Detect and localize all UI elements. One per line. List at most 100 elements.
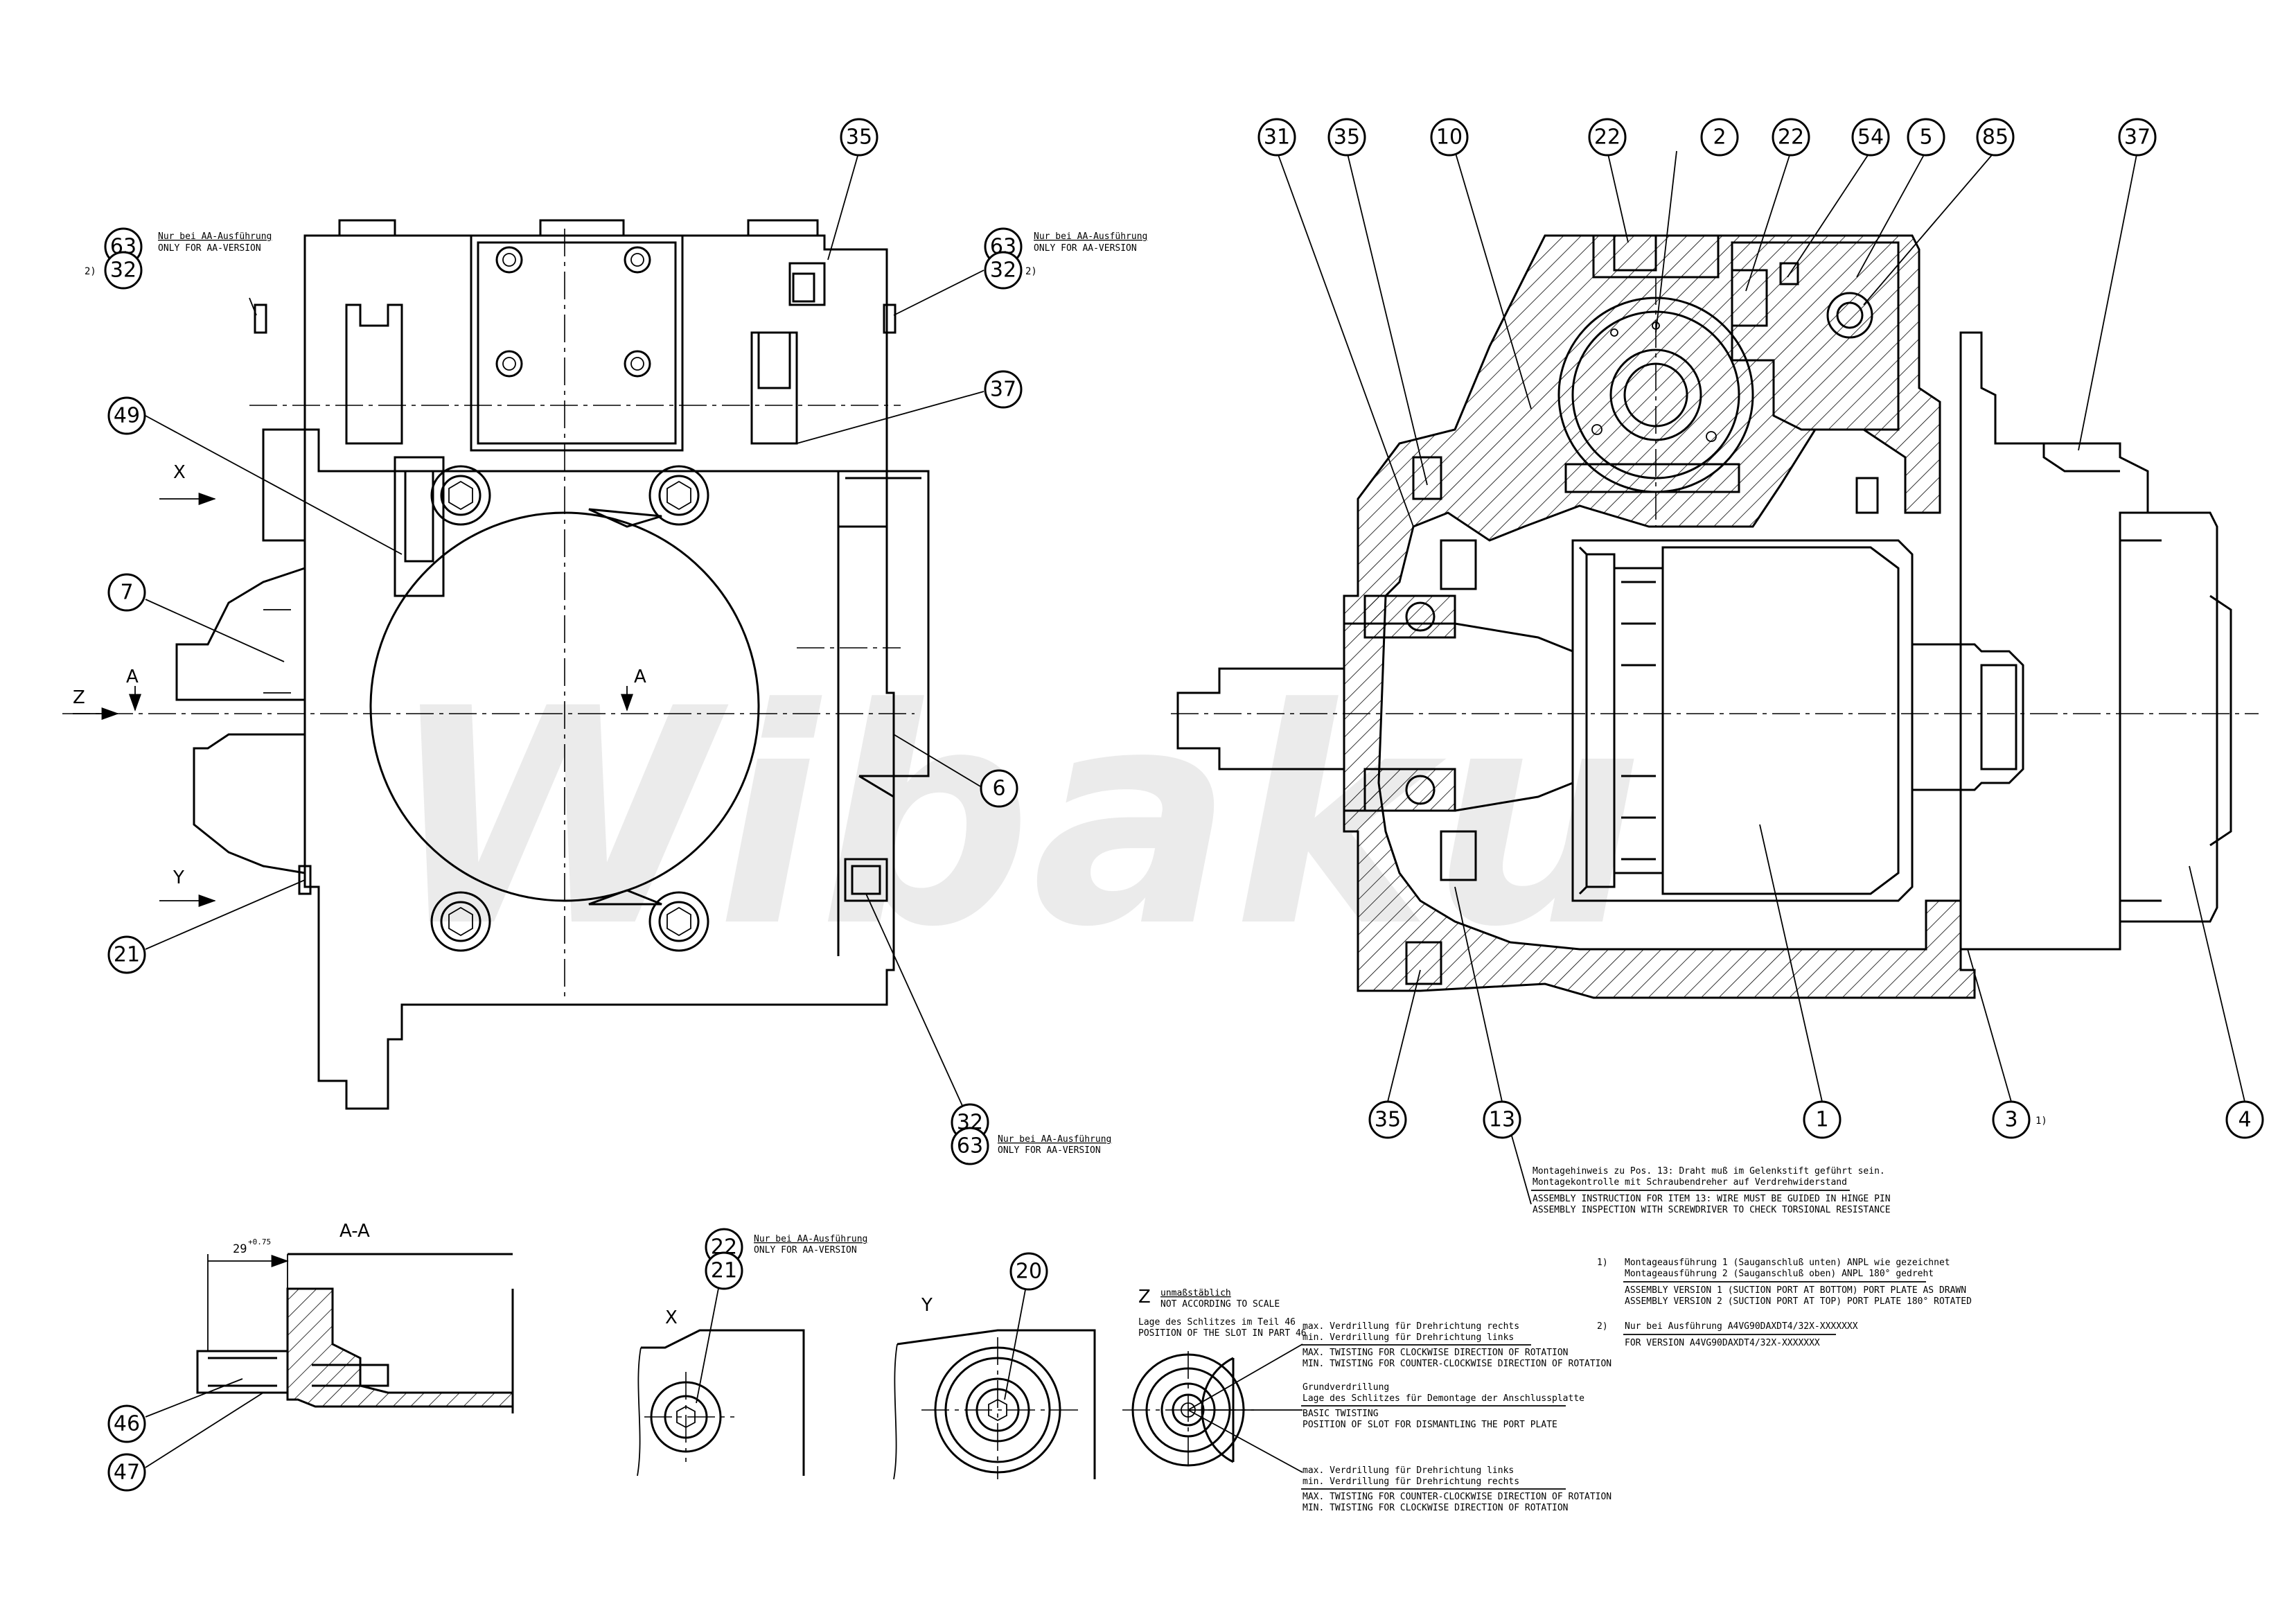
svg-text:22: 22	[1778, 125, 1804, 150]
note-basic-en-1: BASIC TWISTING	[1302, 1409, 1379, 1419]
footnote-mark-right: 2)	[1025, 266, 1037, 277]
note-ccw-de-2: min. Verdrillung für Drehrichtung rechts	[1302, 1476, 1519, 1487]
svg-text:13: 13	[1489, 1108, 1515, 1132]
svg-text:54: 54	[1857, 125, 1884, 150]
footnote-2-mark: 2)	[1597, 1321, 1608, 1332]
balloon-3: 3	[1992, 1100, 2031, 1139]
balloon-5: 5	[1907, 118, 1945, 157]
view-arrows-left: X Y Z A A	[73, 462, 646, 907]
note-ccw-de-1: max. Verdrillung für Drehrichtung links	[1302, 1465, 1514, 1476]
balloon-54: 54	[1851, 118, 1890, 157]
balloon-35-top-left: 35	[840, 118, 878, 157]
note-aa-left-en: ONLY FOR AA-VERSION	[158, 243, 261, 254]
note-aa-right-en: ONLY FOR AA-VERSION	[1034, 243, 1137, 254]
balloon-4: 4	[2225, 1100, 2264, 1139]
balloon-21-detail: 21	[705, 1251, 743, 1290]
arrow-x-label: X	[173, 462, 186, 483]
note-assembly-de-2: Montagekontrolle mit Schraubendreher auf…	[1533, 1177, 1847, 1188]
balloon-35-top-right: 35	[1327, 118, 1366, 157]
balloon-22-a: 22	[1588, 118, 1627, 157]
svg-text:10: 10	[1436, 125, 1463, 150]
balloon-1: 1	[1803, 1100, 1842, 1139]
svg-text:37: 37	[990, 378, 1016, 402]
footnote-mark-item3: 1)	[2036, 1116, 2047, 1127]
leader-lines	[145, 150, 2245, 1468]
svg-text:35: 35	[1334, 125, 1360, 150]
balloon-7: 7	[107, 573, 146, 612]
svg-text:21: 21	[711, 1259, 737, 1283]
arrow-y-label: Y	[173, 867, 184, 888]
bolt-heads	[430, 465, 709, 952]
note-assembly-de-1: Montagehinweis zu Pos. 13: Draht muß im …	[1533, 1166, 1885, 1176]
footnote-1-de-1: Montageausführung 1 (Sauganschluß unten)…	[1625, 1258, 1950, 1268]
balloons: 35 63 32 49 7 21 63 32 37 6 32 63 31 35 …	[104, 118, 2264, 1492]
balloon-13: 13	[1483, 1100, 1521, 1139]
svg-text:47: 47	[114, 1461, 140, 1485]
svg-text:1: 1	[1815, 1108, 1828, 1132]
balloon-47: 47	[107, 1453, 146, 1492]
svg-text:3: 3	[2004, 1108, 2017, 1132]
svg-text:2: 2	[1713, 125, 1726, 150]
note-basic-en-2: POSITION OF SLOT FOR DISMANTLING THE POR…	[1302, 1420, 1557, 1430]
balloon-37-right: 37	[2118, 118, 2157, 157]
balloon-85: 85	[1976, 118, 2015, 157]
note-basic-de-2: Lage des Schlitzes für Demontage der Ans…	[1302, 1393, 1584, 1404]
note-cw-en-2: MIN. TWISTING FOR COUNTER-CLOCKWISE DIRE…	[1302, 1359, 1611, 1369]
detail-section-aa: A-A 29 +0.75	[196, 1221, 514, 1413]
footnote-mark-left: 2)	[85, 266, 96, 277]
detail-view-z: Z	[1122, 1287, 1303, 1473]
notes: Nur bei AA-Ausführung ONLY FOR AA-VERSIO…	[158, 231, 1972, 1513]
svg-text:35: 35	[846, 125, 872, 150]
dimension-value: 29	[233, 1242, 247, 1256]
arrow-a-left-label: A	[126, 667, 139, 687]
balloon-22-b: 22	[1772, 118, 1810, 157]
balloon-31: 31	[1257, 118, 1296, 157]
svg-text:7: 7	[120, 581, 133, 605]
note-aa-bottom-de: Nur bei AA-Ausführung	[998, 1134, 1111, 1145]
note-aa-detail-en: ONLY FOR AA-VERSION	[754, 1245, 857, 1255]
section-view	[1171, 234, 2259, 999]
detail-view-y: Y	[893, 1295, 1096, 1480]
arrow-z-label: Z	[73, 687, 85, 708]
view-x-label: X	[665, 1307, 678, 1328]
svg-text:22: 22	[1594, 125, 1621, 150]
svg-text:35: 35	[1375, 1108, 1401, 1132]
note-cw-en-1: MAX. TWISTING FOR CLOCKWISE DIRECTION OF…	[1302, 1348, 1569, 1358]
svg-text:63: 63	[957, 1134, 983, 1158]
svg-text:21: 21	[114, 943, 140, 967]
note-ccw-en-2: MIN. TWISTING FOR CLOCKWISE DIRECTION OF…	[1302, 1503, 1569, 1513]
footnote-2-en: FOR VERSION A4VG90DAXDT4/32X-XXXXXXX	[1625, 1338, 1820, 1348]
front-view	[62, 219, 930, 1110]
footnote-1-en-1: ASSEMBLY VERSION 1 (SUCTION PORT AT BOTT…	[1625, 1285, 1966, 1296]
svg-text:4: 4	[2238, 1108, 2251, 1132]
note-basic-de-1: Grundverdrillung	[1302, 1382, 1389, 1393]
view-z-label: Z	[1138, 1287, 1151, 1307]
balloon-32-left: 32	[104, 251, 143, 290]
note-cw-de-1: max. Verdrillung für Drehrichtung rechts	[1302, 1321, 1519, 1332]
note-z-en: NOT ACCORDING TO SCALE	[1160, 1299, 1280, 1310]
note-slot-de: Lage des Schlitzes im Teil 46	[1138, 1317, 1296, 1328]
detail-view-x: X	[637, 1307, 805, 1476]
note-aa-left-de: Nur bei AA-Ausführung	[158, 231, 272, 242]
svg-text:20: 20	[1016, 1260, 1042, 1284]
note-ccw-en-1: MAX. TWISTING FOR COUNTER-CLOCKWISE DIRE…	[1302, 1492, 1611, 1502]
balloon-46: 46	[107, 1404, 146, 1443]
balloon-20: 20	[1009, 1252, 1048, 1291]
svg-text:85: 85	[1982, 125, 2008, 150]
note-slot-en: POSITION OF THE SLOT IN PART 46	[1138, 1328, 1307, 1339]
note-aa-detail-de: Nur bei AA-Ausführung	[754, 1234, 867, 1244]
balloon-10: 10	[1430, 118, 1469, 157]
note-cw-de-2: min. Verdrillung für Drehrichtung links	[1302, 1332, 1514, 1343]
footnote-1-mark: 1)	[1597, 1258, 1608, 1268]
balloon-21-left: 21	[107, 935, 146, 974]
balloon-63-bottom: 63	[951, 1127, 989, 1165]
footnote-1-en-2: ASSEMBLY VERSION 2 (SUCTION PORT AT TOP)…	[1625, 1296, 1972, 1307]
balloon-49: 49	[107, 396, 146, 435]
balloon-37-left: 37	[984, 370, 1023, 409]
svg-text:31: 31	[1264, 125, 1290, 150]
view-y-label: Y	[921, 1295, 933, 1316]
dimension-tolerance: +0.75	[248, 1237, 271, 1246]
balloon-2: 2	[1700, 118, 1739, 157]
note-assembly-en-1: ASSEMBLY INSTRUCTION FOR ITEM 13: WIRE M…	[1533, 1194, 1891, 1204]
